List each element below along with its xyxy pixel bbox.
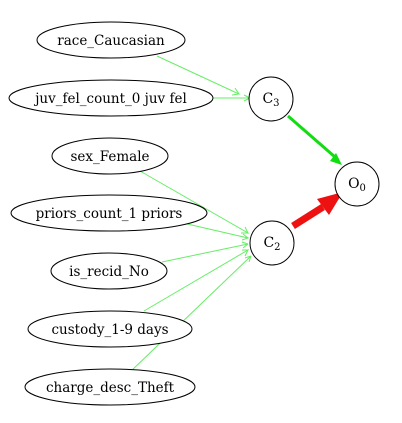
node-c2-circle [249,220,295,266]
edge-priors-count-to-c2 [182,222,250,241]
feature-label: priors_count_1 priors [36,206,183,222]
edge-c3-to-o0 [287,114,336,159]
node-c3-label: C3 [262,91,279,109]
feature-node: priors_count_1 priors [10,194,208,232]
node-c2: C2 [249,220,295,266]
feature-label: is_recid_No [69,264,149,280]
inner-nodes: C3 C2 O0 [248,76,380,266]
edge-c2-to-o0 [291,204,325,229]
feature-ellipse [51,137,169,175]
edge-c2-to-o0-arrowhead [317,192,343,215]
feature-label: juv_fel_count_0 juv fel [33,91,187,107]
feature-label: sex_Female [70,149,149,165]
node-o0-label: O0 [348,176,366,194]
node-c3-circle [248,76,294,122]
node-o0: O0 [334,161,380,207]
feature-node: charge_desc_Theft [24,368,196,406]
edge-custody-to-c2 [143,248,250,312]
edge-is-recid-to-c2 [161,241,249,263]
edge-sex-female-to-c2 [139,170,250,234]
feature-label: race_Caucasian [57,33,165,49]
feature-ellipse [8,79,214,117]
feature-label: charge_desc_Theft [46,380,175,396]
feature-nodes: race_Caucasian juv_fel_count_0 juv fel s… [8,21,214,406]
feature-ellipse [36,21,186,59]
feature-ellipse [10,194,208,232]
edge-juv-fel-to-c3 [213,94,251,102]
feature-node: juv_fel_count_0 juv fel [8,79,214,117]
node-c3: C3 [248,76,294,122]
feature-node: sex_Female [51,137,169,175]
feature-ellipse [50,252,168,290]
feature-node: race_Caucasian [36,21,186,59]
feature-node: is_recid_No [50,252,168,290]
feature-label: custody_1-9 days [51,322,168,338]
feature-ellipse [24,368,196,406]
edge-layer [129,55,343,373]
feature-node: custody_1-9 days [27,310,193,348]
edge-c3-to-o0-arrowhead [330,153,342,165]
feature-ellipse [27,310,193,348]
node-o0-circle [334,161,380,207]
node-c2-label: C2 [263,235,280,253]
edge-race-caucasian-to-c3 [156,55,241,96]
